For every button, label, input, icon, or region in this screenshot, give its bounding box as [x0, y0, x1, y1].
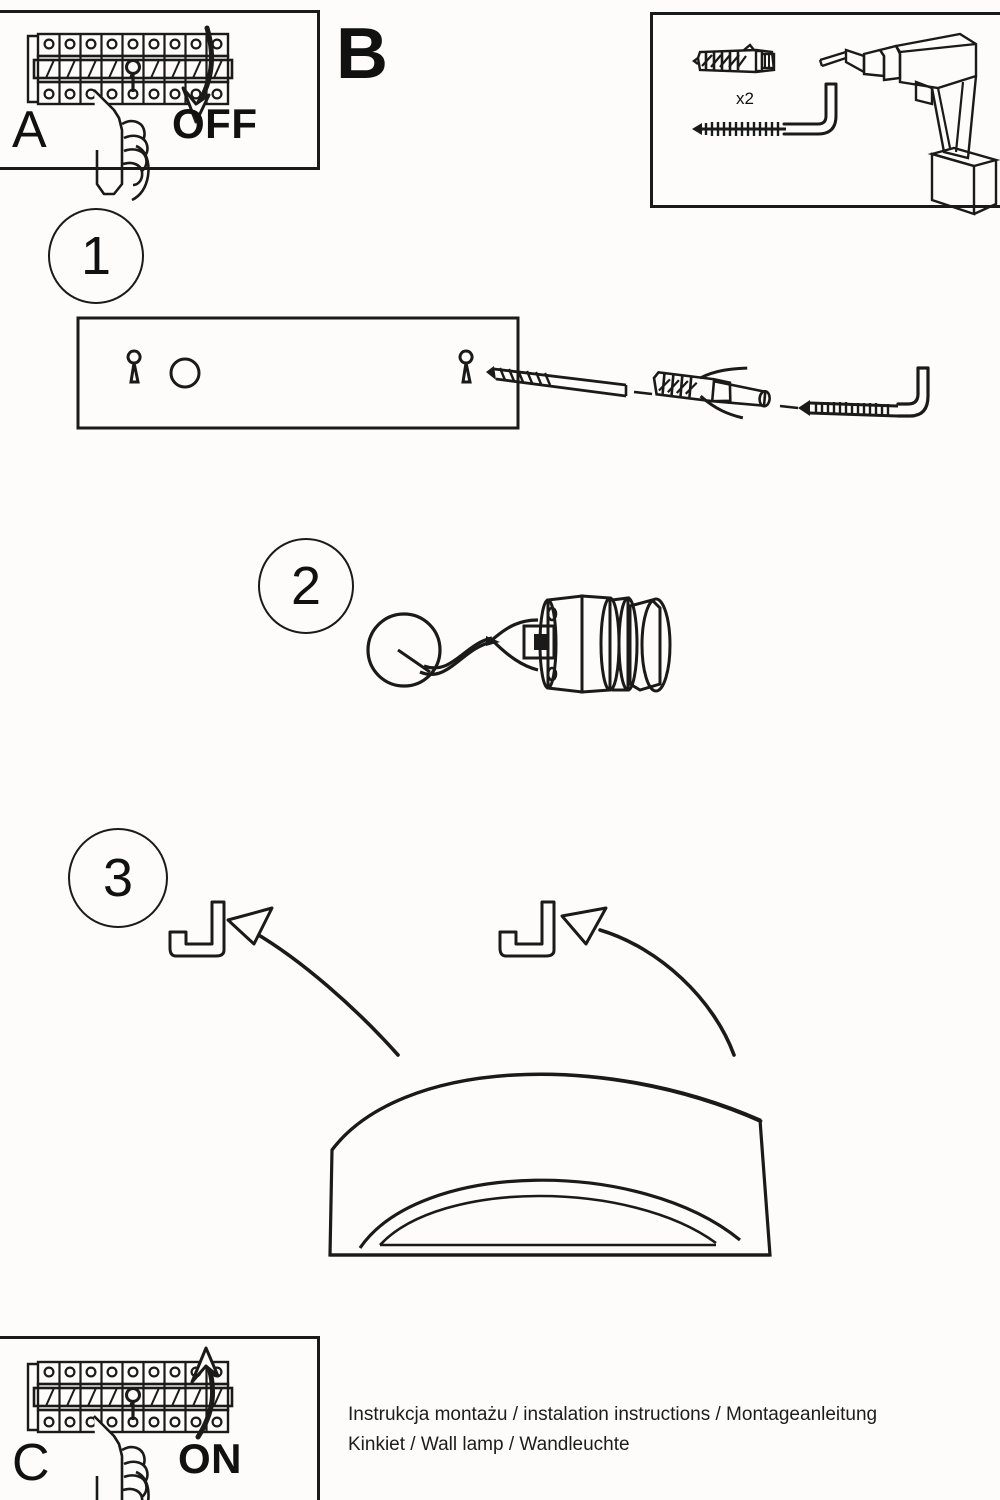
wire-branch-down	[490, 638, 539, 672]
ring-notch	[397, 648, 431, 674]
panel-c-illustration	[26, 1346, 234, 1500]
step-number-2: 2	[258, 538, 354, 634]
step1-wall-plug-anchor-icon	[652, 366, 771, 420]
wire-junction	[486, 636, 500, 646]
panel-a-illustration	[26, 25, 234, 202]
panel-c-letter: C	[12, 1434, 50, 1492]
curved-up-arrow-head	[190, 1346, 220, 1384]
footer-caption: Instrukcja montażu / instalation instruc…	[348, 1400, 877, 1460]
wire-lower	[419, 640, 493, 676]
panel-c-frame	[0, 1336, 320, 1500]
step-number-1: 1	[48, 208, 144, 304]
lamp-socket-icon	[538, 594, 672, 694]
hook-bracket-left-icon	[168, 900, 226, 958]
curved-down-arrow-head	[181, 86, 211, 124]
keyhole-slot-right-icon	[458, 349, 474, 384]
panel-a-frame	[0, 10, 320, 170]
wall-lamp-shade-icon	[328, 1072, 772, 1257]
ceiling-rose-icon	[366, 612, 442, 688]
footer-line-1: Instrukcja montażu / instalation instruc…	[348, 1404, 878, 1425]
hook-bracket-right-icon	[498, 900, 556, 958]
wall-plug-quantity-label: x2	[736, 89, 754, 108]
panel-b-letter: B	[336, 14, 388, 94]
alignment-dash-2	[779, 404, 799, 410]
mount-arrow-left-head	[226, 906, 274, 946]
mount-arrow-right-head	[560, 906, 608, 946]
round-hole-icon	[169, 357, 201, 389]
step-1-illustration	[76, 316, 930, 430]
panel-a-letter: A	[12, 101, 47, 159]
footer-line-2: Kinkiet / Wall lamp / Wandleuchte	[348, 1434, 630, 1455]
wire-branch-up	[490, 618, 539, 642]
breaker-off-label: OFF	[172, 100, 258, 147]
panel-b-frame	[650, 12, 1000, 208]
mount-arrow-left-shaft	[248, 928, 400, 1057]
breaker-on-label: ON	[178, 1435, 242, 1482]
mount-arrow-right-shaft	[598, 928, 736, 1057]
alignment-dash-1	[633, 390, 653, 396]
wire-upper	[423, 636, 493, 670]
step-number-3: 3	[68, 828, 168, 928]
step-3-illustration	[168, 900, 772, 1257]
keyhole-slot-left-icon	[126, 349, 142, 384]
wall-plate-icon	[76, 316, 520, 430]
step1-hook-screw-icon	[798, 366, 930, 418]
step-2-illustration	[366, 594, 672, 694]
drill-bit-icon	[486, 366, 628, 398]
curved-down-arrow-shaft	[195, 25, 215, 107]
